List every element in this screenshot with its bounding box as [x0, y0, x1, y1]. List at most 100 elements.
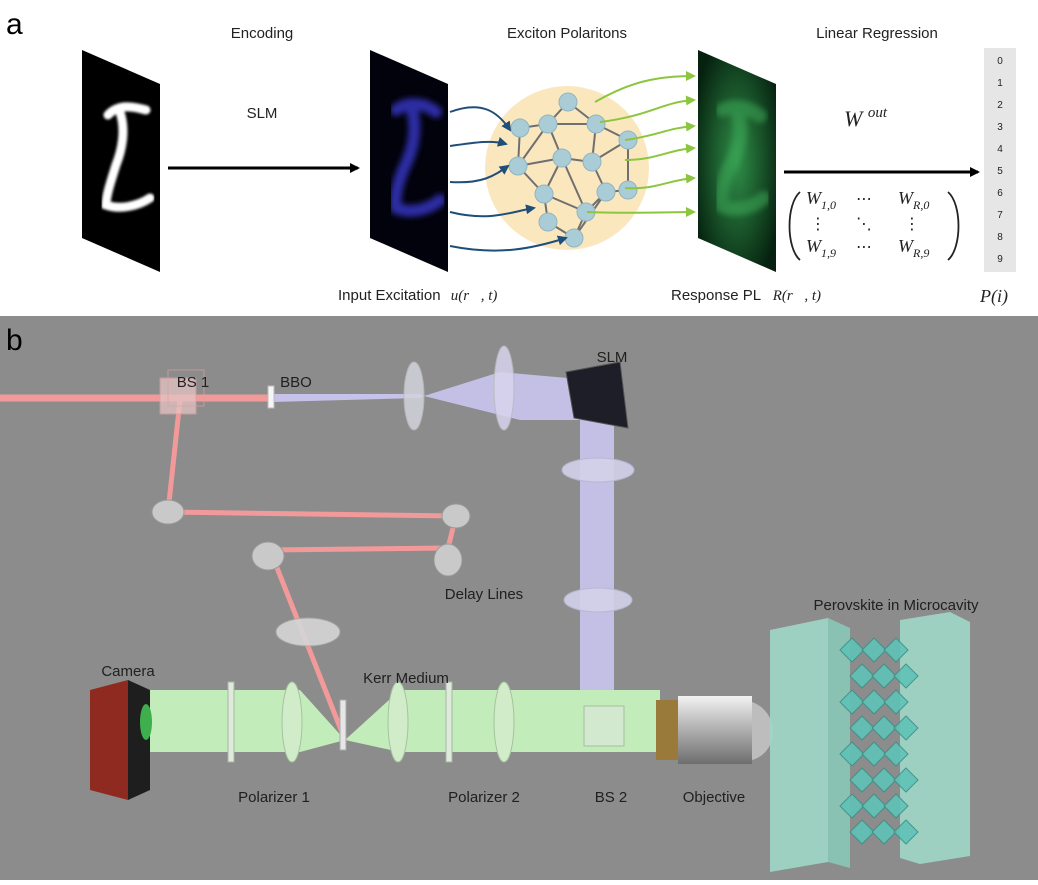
label-kerr-medium: Kerr Medium [363, 670, 449, 687]
output-digit-5: 5 [997, 166, 1003, 177]
network-node [510, 118, 530, 138]
output-arrow-6 [586, 207, 696, 218]
network-nodes [508, 92, 638, 248]
response-pl-image [698, 50, 776, 272]
objective [656, 696, 773, 764]
network-node [586, 114, 606, 134]
label-polarizer-1: Polarizer 1 [238, 789, 310, 806]
output-digit-1: 1 [997, 78, 1003, 89]
matrix-w10: W1,0 [806, 188, 836, 212]
polarizer-2-plate [445, 681, 453, 763]
heading-encoding: Encoding [231, 25, 294, 42]
network-node [618, 180, 638, 200]
perovskite-octahedron [839, 637, 865, 663]
green-lens-3 [493, 681, 515, 763]
matrix-right-bracket [947, 191, 960, 261]
perovskite-crystals [839, 637, 919, 845]
network-node [558, 92, 578, 112]
output-digit-6: 6 [997, 188, 1003, 199]
label-bbo: BBO [280, 374, 312, 391]
matrix-ddots: ⋱ [856, 216, 872, 233]
input-arrow-4 [449, 204, 536, 218]
mirror-3 [433, 543, 463, 577]
label-bs1: BS 1 [177, 374, 210, 391]
perovskite-octahedron [893, 767, 919, 793]
perovskite-octahedron [849, 767, 875, 793]
output-digit-8: 8 [997, 232, 1003, 243]
output-digit-2: 2 [997, 100, 1003, 111]
delay-lens [275, 617, 341, 647]
green-lens-2 [387, 681, 409, 763]
perovskite-octahedron [871, 767, 897, 793]
panel-a: a Encoding Exciton Polaritons Linear Reg… [6, 8, 1016, 307]
perovskite-octahedron [871, 715, 897, 741]
red-beam-delay-path [165, 399, 459, 741]
output-arrow-3 [624, 121, 696, 141]
perovskite-octahedron [861, 637, 887, 663]
panel-b-letter: b [6, 324, 23, 357]
output-digit-3: 3 [997, 122, 1003, 133]
matrix-vdots-left: ⋮ [810, 216, 826, 233]
w-out-label: W out [844, 105, 888, 131]
output-column [984, 48, 1016, 272]
label-slm: SLM [597, 349, 628, 366]
network-node [538, 212, 558, 232]
output-digit-0: 0 [997, 56, 1003, 67]
kerr-medium-crystal [339, 699, 347, 751]
output-arrows [586, 71, 696, 218]
perovskite-octahedron [871, 663, 897, 689]
label-delay-lines: Delay Lines [445, 586, 523, 603]
weight-matrix: W1,0 WR,0 W1,9 WR,9 ⋯ ⋯ ⋮ ⋮ ⋱ [788, 188, 960, 261]
lens-2 [493, 345, 515, 431]
input-arrow-2 [449, 136, 508, 147]
input-excitation-image [370, 50, 448, 272]
perovskite-octahedron [861, 689, 887, 715]
perovskite-octahedron [861, 793, 887, 819]
network-node [508, 156, 528, 176]
lens-3 [561, 457, 635, 483]
perovskite-octahedron [849, 819, 875, 845]
output-arrow-2 [599, 95, 696, 123]
input-arrows [449, 106, 568, 252]
bs1-cube [159, 369, 205, 415]
network-node [582, 152, 602, 172]
green-lens-1 [281, 681, 303, 763]
microcavity [770, 612, 970, 872]
bs2-cube [583, 705, 625, 747]
heading-linear-regression: Linear Regression [816, 25, 938, 42]
perovskite-octahedron [893, 715, 919, 741]
camera [90, 680, 152, 800]
network-node [552, 148, 572, 168]
mirror-2 [441, 503, 471, 529]
output-arrow-4 [624, 143, 696, 161]
perovskite-octahedron [839, 793, 865, 819]
perovskite-octahedron [839, 741, 865, 767]
label-camera: Camera [101, 663, 155, 680]
output-digit-7: 7 [997, 210, 1003, 221]
perovskite-octahedron [883, 689, 909, 715]
matrix-hdots-top: ⋯ [856, 191, 872, 208]
lens-1 [403, 361, 425, 431]
perovskite-octahedron [849, 715, 875, 741]
network-node [538, 114, 558, 134]
output-digits: 0 1 2 3 4 5 6 7 8 9 [997, 56, 1003, 265]
network-node [534, 184, 554, 204]
perovskite-octahedron [861, 741, 887, 767]
red-beam [0, 394, 459, 741]
perovskite-octahedron [871, 819, 897, 845]
mirror-4 [251, 541, 285, 571]
output-digit-4: 4 [997, 144, 1003, 155]
output-digit-9: 9 [997, 254, 1003, 265]
perovskite-octahedron [893, 663, 919, 689]
input-arrow-3 [449, 164, 510, 184]
perovskite-octahedron [849, 663, 875, 689]
response-pl-label: Response PL R(r⃗, t) [671, 287, 821, 304]
label-polarizer-2: Polarizer 2 [448, 789, 520, 806]
bbo-crystal [267, 385, 275, 409]
label-bs2: BS 2 [595, 789, 628, 806]
slm-label: SLM [247, 105, 278, 122]
network-node [564, 228, 584, 248]
output-arrow-1 [594, 71, 696, 103]
